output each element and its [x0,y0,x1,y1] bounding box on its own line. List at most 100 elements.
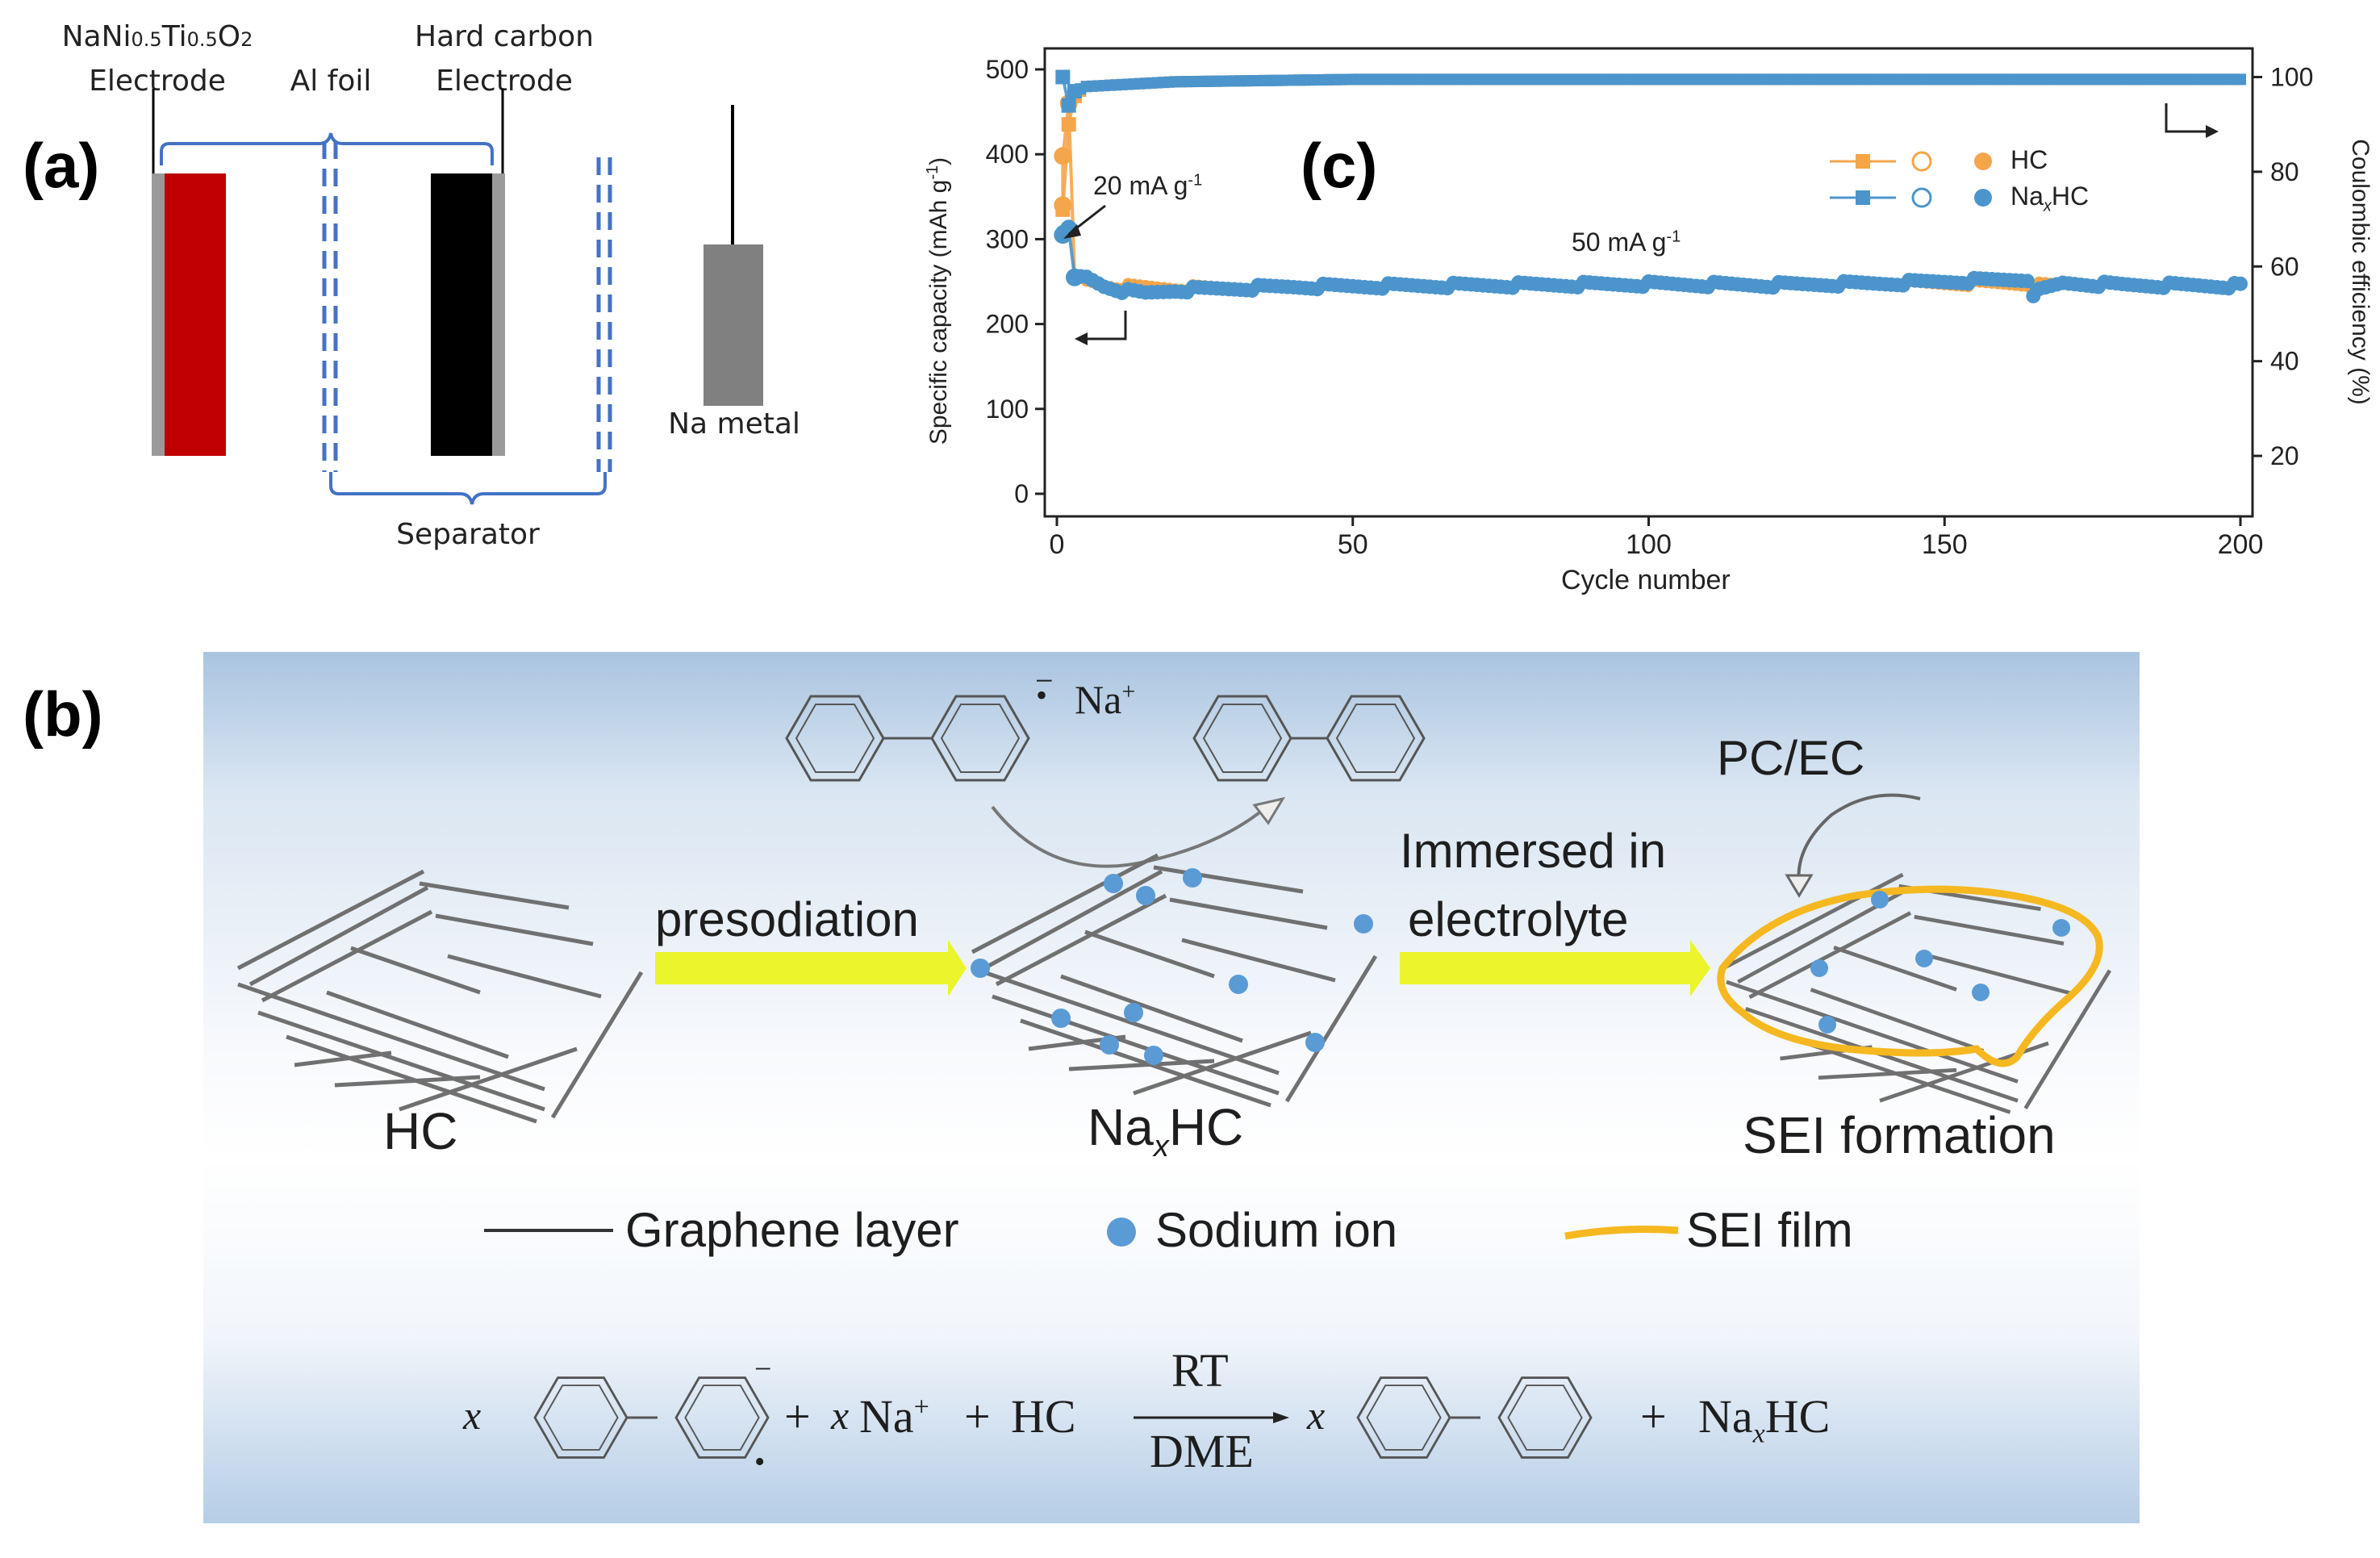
panel-a-letter: (a) [23,130,100,201]
na-metal-label: Na metal [668,407,800,441]
legend-naxhc-label: NaxHC [2010,182,2090,215]
legend-sei-label: SEI film [1686,1203,1853,1257]
eq-plus-3: + [1640,1390,1667,1443]
x-tick-label: 0 [1050,529,1065,560]
legend-square-0 [1856,154,1870,169]
panel-b-letter: (b) [23,679,103,750]
eq-product-ring-2 [1497,1376,1593,1459]
al-foil-label: Al foil [290,65,372,98]
y2-tick-label: 60 [2270,252,2299,281]
y2-tick-label: 100 [2270,62,2313,91]
y-tick-label: 0 [1014,479,1029,508]
hard-carbon-electrode-label: Electrode [436,65,573,98]
eq-x-3: x [1307,1393,1326,1438]
y2-tick-label: 40 [2270,347,2299,376]
sodium-ions-sei [1810,891,2070,1034]
eq-biphenyl-ring-1 [533,1376,628,1459]
panel-b-background [203,652,2140,1523]
x-tick-label: 200 [2218,529,2264,560]
biphenyl-ring-2 [930,695,1030,782]
eq-x-1: x [463,1393,482,1438]
immersion-arrow [1400,940,1710,996]
electron-transfer-arrowhead [1252,796,1286,825]
presodiation-label: presodiation [655,892,919,946]
legend-open-circle-1 [1911,187,1932,208]
y2-tick-label: 20 [2270,441,2299,470]
eq-product-ring-1 [1356,1376,1451,1459]
eq-hc: HC [1011,1390,1076,1443]
naxhc-label: NaxHC [1088,1098,1244,1163]
ce-axis-pointer-head [2206,125,2219,138]
marker-early-HC [1055,202,1071,217]
x-tick-label: 100 [1626,529,1672,560]
biphenyl-neutral-ring-2 [1326,695,1426,782]
immersed-label-line2: electrolyte [1408,892,1629,946]
eq-plus-2: + [964,1390,991,1443]
hc-label: HC [383,1102,458,1160]
legend-graphene-label: Graphene layer [625,1203,959,1257]
hc-graphene-stack [238,871,641,1122]
eq-x-2: x [831,1393,850,1438]
separator-bracket [329,472,607,505]
hc-foil [492,173,505,456]
na-metal-block [704,244,763,406]
radical-dot: • [1036,677,1048,713]
annotation-20-arrowhead [1063,224,1081,239]
ce-axis-pointer [2165,103,2215,133]
annotation-20ma: 20 mA g-1 [1093,171,1203,200]
eq-rt: RT [1171,1344,1229,1397]
pc-ec-arrow [1797,793,1921,884]
marker-NaxHC-capacity [2019,274,2035,289]
eq-naxhc: NaxHC [1698,1390,1831,1449]
cathode-foil [152,173,165,456]
x-tick-label: 150 [1922,529,1968,560]
y2-tick-label: 80 [2270,157,2299,186]
legend-square-1 [1856,190,1870,205]
biphenyl-neutral-ring-1 [1192,695,1292,782]
y-tick-label: 100 [986,395,1029,424]
legend-open-circle-0 [1911,151,1932,172]
legend-hc-label: HC [2010,145,2048,174]
pc-ec-label: PC/EC [1717,731,1865,785]
eq-reaction-arrowhead [1273,1412,1289,1423]
eq-radical-dot: • [754,1445,766,1479]
legend-sei-line [1564,1226,1679,1240]
eq-radical-minus: − [754,1352,772,1386]
cathode-electrode-label: Electrode [89,65,226,98]
annotation-50ma: 50 mA g-1 [1572,228,1681,257]
marker-NaxHC-capacity [2233,276,2248,291]
presodiation-arrow [655,940,967,996]
marker-early-NaxHC [1067,84,1083,99]
marker-early-HC [1061,117,1076,132]
y-tick-label: 400 [986,140,1029,169]
legend-sodium-dot [1107,1218,1136,1247]
capacity-axis-pointer-head [1075,332,1088,345]
eq-na-plus: Na+ [859,1390,929,1443]
legend-sodium-label: Sodium ion [1155,1203,1398,1257]
electron-transfer-arrow [991,805,1268,868]
hard-carbon-label: Hard carbon [415,20,594,53]
legend-filled-circle-0 [1974,152,1992,170]
eq-plus-1: + [784,1390,811,1443]
legend-filled-circle-1 [1974,189,1992,207]
pc-ec-arrowhead [1785,874,1814,898]
marker-early-NaxHC [1061,98,1076,113]
capacity-axis-pointer [1077,311,1127,340]
immersed-label-line1: Immersed in [1400,824,1667,878]
y-tick-label: 500 [986,55,1029,84]
naxhc-graphene-stack [972,855,1376,1105]
cathode-electrode [165,173,226,456]
cell-diagram [152,89,763,505]
marker-early-NaxHC [1055,69,1071,85]
al-foil-bracket [160,132,494,165]
marker-NaxHC-ce [2235,73,2246,86]
sodium-ions-naxhc [971,868,1373,1065]
separator-label: Separator [396,518,540,551]
y-tick-label: 300 [986,224,1029,253]
x-tick-label: 50 [1338,529,1368,560]
sei-graphene-stack [1727,875,2110,1113]
eq-dme: DME [1150,1425,1254,1477]
x-axis-label: Cycle number [1561,565,1731,595]
